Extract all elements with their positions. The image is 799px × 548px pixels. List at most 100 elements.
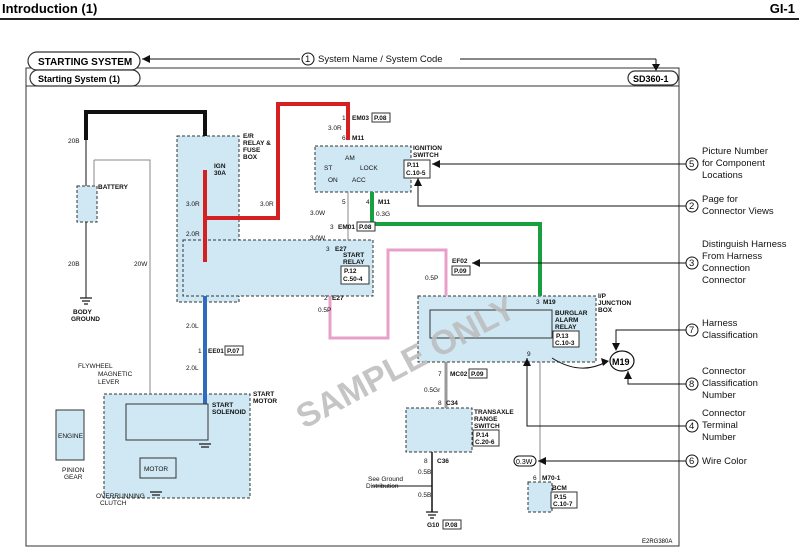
wire-label: 2.0L xyxy=(186,365,199,372)
wire-label: 3.0W xyxy=(310,210,326,217)
transaxle-label: SWITCH xyxy=(474,423,500,430)
callout-8: 8 Connector Classification Number xyxy=(624,366,758,401)
connector-m11: M11 xyxy=(378,199,391,206)
connector-em03-ref: P.08 xyxy=(374,115,387,122)
connector-ef02-ref: P.09 xyxy=(454,268,467,275)
start-motor-box xyxy=(103,393,251,499)
m19-symbol-label: M19 xyxy=(612,357,630,367)
battery-symbol xyxy=(76,185,98,223)
start-motor-label: MOTOR xyxy=(253,398,277,405)
callout-2: 2 Page for Connector Views xyxy=(414,178,774,217)
wire-label: 0.5Gr xyxy=(424,387,441,394)
transaxle-label: TRANSAXLE xyxy=(474,409,514,416)
start-motor-label: START xyxy=(253,391,274,398)
callout-text: Classification xyxy=(702,378,758,389)
callout-text: Connection xyxy=(702,263,750,274)
callout-text: Number xyxy=(702,390,736,401)
callout-text: Connector Views xyxy=(702,206,774,217)
body-ground-label: GROUND xyxy=(71,316,100,323)
wire-color-sample-text: 0.3W xyxy=(516,459,533,466)
wire-color-sample xyxy=(513,455,537,467)
callout-text: Connector xyxy=(702,275,746,286)
callout-4: 4 Connector Terminal Number xyxy=(523,358,746,443)
ignition-switch-label: SWITCH xyxy=(413,152,439,159)
callout-text: Picture Number xyxy=(702,146,768,157)
connector-ee01: EE01 xyxy=(208,348,224,355)
pin-number: 7 xyxy=(438,371,442,378)
connector-mc02-ref: P.09 xyxy=(471,371,484,378)
wire-label: 0.5B xyxy=(418,492,431,499)
ip-jb-label: BOX xyxy=(598,307,613,314)
fuse-label: IGN xyxy=(214,163,226,170)
see-ground-label: See Ground xyxy=(368,476,403,483)
relay-box-label: FUSE xyxy=(243,147,261,154)
wire-label: 3.0W xyxy=(310,235,326,242)
motor-label: MOTOR xyxy=(144,466,168,473)
bcm-ref: P.15 xyxy=(554,494,567,501)
magnetic-label: MAGNETIC xyxy=(98,371,133,378)
connector-ee01-ref: P.07 xyxy=(227,348,240,355)
callout-text: Distinguish Harness xyxy=(702,239,787,250)
connector-m11: M11 xyxy=(352,135,365,142)
wire-label: 3.0R xyxy=(328,125,342,132)
system-code: SD360-1 xyxy=(633,74,669,84)
wire-label: 20B xyxy=(68,138,80,145)
callout-text: From Harness xyxy=(702,251,762,262)
pin-number: 1 xyxy=(342,115,346,122)
relay-box-label: E/R xyxy=(243,133,254,140)
start-relay-ref: P.12 xyxy=(344,268,357,275)
callout-number: 7 xyxy=(689,325,694,336)
connector-mc02: MC02 xyxy=(450,371,468,378)
callout-3: 3 Distinguish Harness From Harness Conne… xyxy=(472,239,787,286)
start-relay-label: START xyxy=(343,252,364,259)
wire-label: 3.0R xyxy=(260,201,274,208)
connector-c36: C36 xyxy=(437,458,449,465)
pin-number: 1 xyxy=(198,348,202,355)
engine-label: ENGINE xyxy=(58,433,84,440)
callout-5: 5 Picture Number for Component Locations xyxy=(432,146,768,181)
burglar-ref: C.10-3 xyxy=(555,340,575,347)
pin-number: 8 xyxy=(424,458,428,465)
overrunning-label: CLUTCH xyxy=(100,500,127,507)
ignition-ref: P.11 xyxy=(407,162,420,169)
wire-label: 0.5P xyxy=(425,275,438,282)
wire-label: 3.0R xyxy=(186,201,200,208)
transaxle-range-switch-box xyxy=(405,407,473,453)
switch-lock: LOCK xyxy=(360,165,378,172)
wire-label: 20B xyxy=(68,261,80,268)
pin-number: 9 xyxy=(527,351,531,358)
callout-text: Wire Color xyxy=(702,456,747,467)
callout-text: Number xyxy=(702,432,736,443)
bcm-ref: C.10-7 xyxy=(553,501,573,508)
ignition-ref: C.10-5 xyxy=(406,170,426,177)
transaxle-ref: C.20-6 xyxy=(475,439,495,446)
ignition-switch-box xyxy=(314,145,412,193)
fuse-label: 30A xyxy=(214,170,226,177)
pinion-label: GEAR xyxy=(64,474,83,481)
callout-number: 5 xyxy=(689,159,694,170)
pin-number: 3 xyxy=(536,299,540,306)
callout-number: 4 xyxy=(689,421,694,432)
pin-number: 3 xyxy=(326,246,330,253)
callout-number: 8 xyxy=(689,379,694,390)
ip-jb-label: I/P xyxy=(598,293,607,300)
callout-text: Connector xyxy=(702,366,746,377)
page-header: Introduction (1) GI-1 xyxy=(0,0,799,20)
transaxle-ref: P.14 xyxy=(476,432,489,439)
bcm-box xyxy=(527,481,553,513)
flywheel-label: FLYWHEEL xyxy=(78,363,113,370)
burglar-label: RELAY xyxy=(555,324,577,331)
wire-label: 2.0R xyxy=(186,231,200,238)
callout-number: 3 xyxy=(689,258,694,269)
callout-7: 7 Harness Classification xyxy=(612,318,758,351)
wire-label: 0.3G xyxy=(376,211,390,218)
ip-junction-box xyxy=(417,295,597,363)
start-relay-label: RELAY xyxy=(343,259,365,266)
pin-number: 3 xyxy=(330,224,334,231)
connector-e27: E27 xyxy=(332,295,344,302)
pin-number: 4 xyxy=(366,199,370,206)
wire-label: 0.5P xyxy=(318,307,331,314)
switch-am: AM xyxy=(345,155,355,162)
pin-number: 6 xyxy=(533,475,537,482)
header-title: Introduction (1) xyxy=(2,1,98,16)
